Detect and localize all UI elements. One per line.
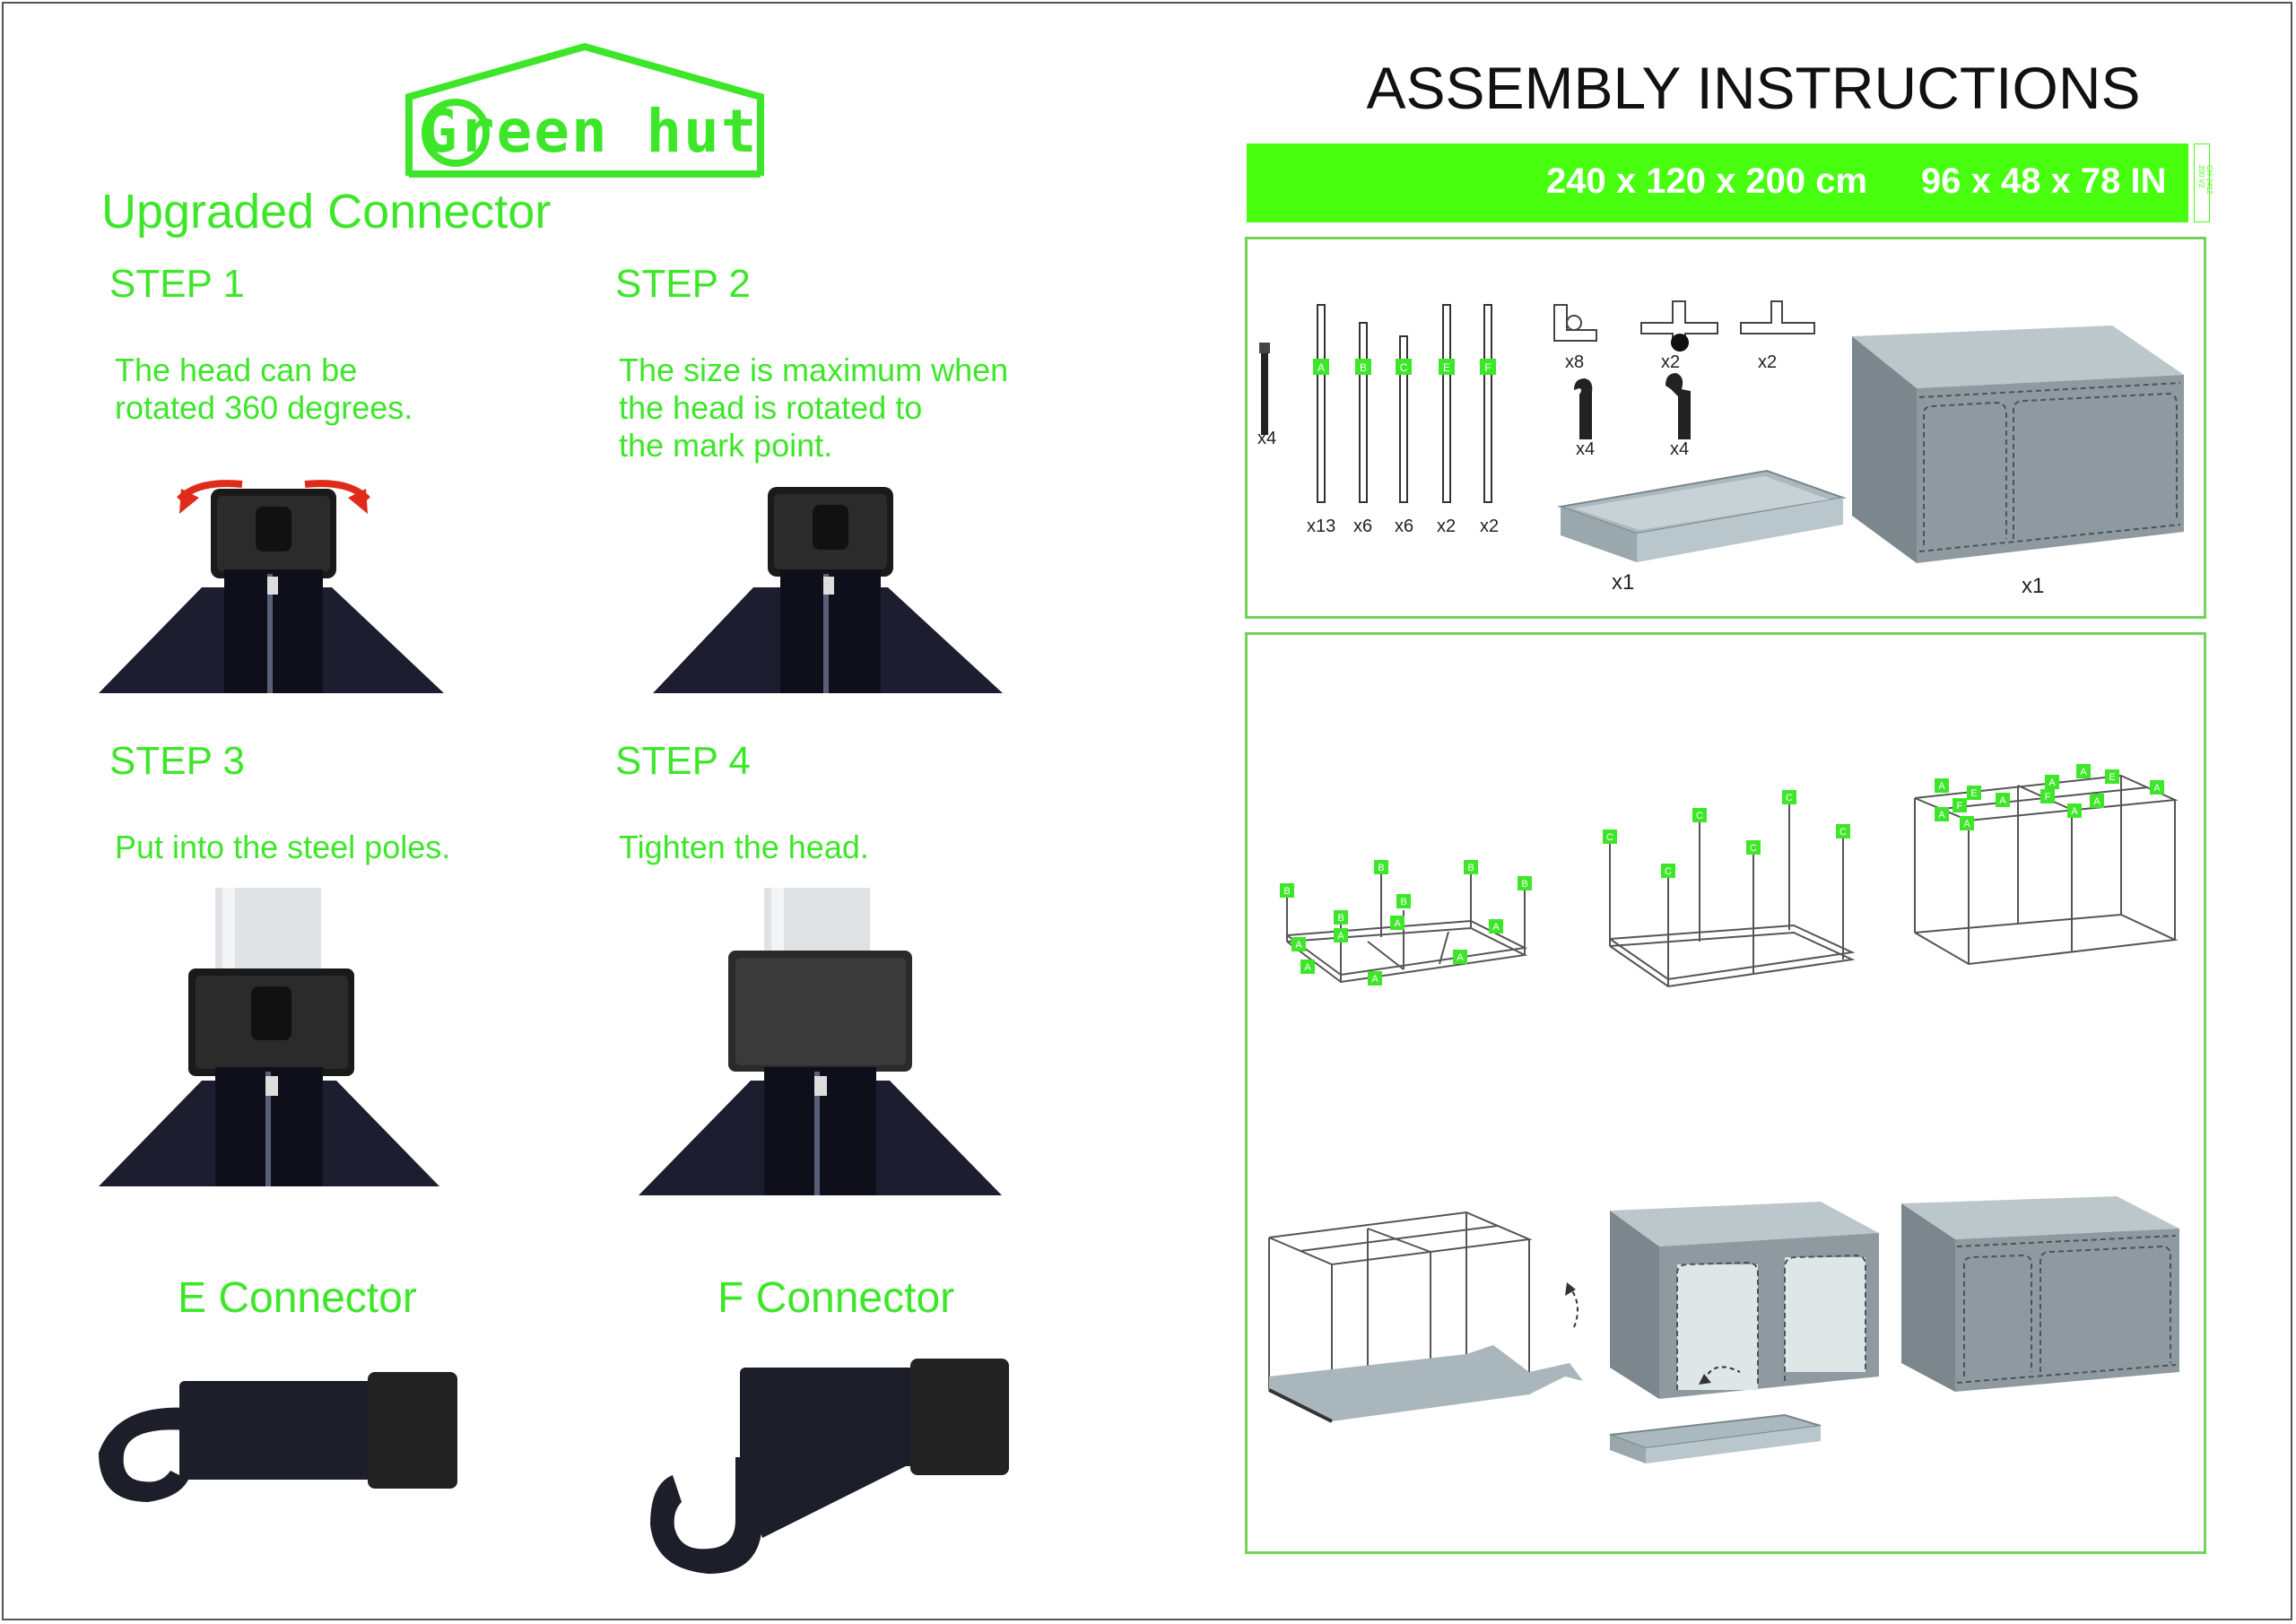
assembly-step-3-frame: A E A A E A F A A F A A A [1914,764,2179,966]
svg-text:B: B [1400,897,1406,908]
step-1-title: STEP 1 [109,262,245,306]
svg-text:A: A [2093,796,2100,807]
tent-image [1852,326,2184,563]
tray-qty: x1 [1612,570,1635,595]
tent-qty: x1 [2022,574,2045,598]
connector-l-qty: x8 [1565,352,1585,372]
hook-f-qty: x4 [1670,439,1690,459]
svg-text:A: A [2080,767,2087,777]
svg-text:B: B [1467,863,1474,873]
svg-text:C: C [1839,827,1847,838]
svg-text:E: E [2109,772,2115,783]
pole-a-label: A [1318,361,1325,374]
svg-text:A: A [2048,777,2056,788]
e-connector-image [99,1372,457,1502]
step-2-text: The size is maximum when the head is rot… [619,352,1009,464]
f-connector-image [650,1359,1009,1574]
step-3-title: STEP 3 [109,739,245,783]
svg-text:A: A [2153,783,2161,794]
size-metric: 240 x 120 x 200 cm [1546,161,1868,201]
pole-e-label: E [1443,361,1450,374]
svg-text:B: B [1283,886,1290,897]
section-title: Upgraded Connector [101,185,552,239]
step-4-connector-image [639,888,1002,1195]
svg-text:F: F [2045,792,2051,803]
svg-text:A: A [1371,974,1378,985]
pole-e-qty: x2 [1437,517,1457,536]
assembly-step-2-frame: C C C C C C [1603,790,1856,988]
poles-image: A B C E F [1259,304,1496,503]
svg-text:A: A [1938,810,1945,821]
svg-text:F: F [1957,801,1963,812]
svg-text:A: A [1394,918,1401,929]
short-pole-qty: x4 [1257,429,1277,448]
svg-text:A: A [1492,922,1500,933]
connectors-parts-image [1553,300,1815,439]
connector-t-qty: x2 [1758,352,1778,372]
step-2-connector-image [653,487,1003,693]
step-1-text: The head can be rotated 360 degrees. [115,352,413,426]
size-imperial: 96 x 48 x 78 IN [1921,161,2167,201]
svg-text:A: A [1457,952,1464,963]
pole-f-label: F [1484,361,1491,374]
svg-text:A: A [1999,795,2006,806]
pole-b-qty: x6 [1353,517,1373,536]
size-bar: 240 x 120 x 200 cm 96 x 48 x 78 IN [1247,143,2188,222]
step-4-text: Tighten the head. [619,829,869,865]
pole-a-qty: x13 [1307,517,1336,536]
pole-c-label: C [1400,361,1408,374]
svg-text:C: C [1665,866,1672,877]
e-connector-title: E Connector [178,1274,417,1322]
pole-c-qty: x6 [1395,517,1414,536]
assembly-step-6-tent [1901,1196,2179,1392]
assembly-step-1-frame: B B B B B B A A A A A A A [1280,860,1532,986]
svg-text:B: B [1378,863,1384,873]
svg-text:A: A [1963,819,1970,829]
assembly-step-4-frame [1268,1211,1583,1423]
svg-text:A: A [1337,931,1344,942]
step-3-text: Put into the steel poles. [115,829,451,865]
hook-e-qty: x4 [1576,439,1596,459]
assembly-step-5-tent [1609,1202,1879,1463]
svg-text:A: A [1938,781,1945,792]
svg-text:C: C [1606,832,1613,843]
svg-text:A: A [1295,940,1302,951]
logo-house-icon [405,42,764,178]
assembly-panel [1245,632,2206,1554]
svg-text:B: B [1337,913,1344,924]
svg-text:A: A [1304,962,1311,973]
step-3-connector-image [99,888,439,1186]
tray-image [1557,469,1847,562]
step-1-connector-image [99,480,444,693]
svg-text:C: C [1786,793,1793,803]
step-2-title: STEP 2 [615,262,751,306]
main-title: ASSEMBLY INSTRUCTIONS [1366,55,2141,121]
connector-cross-qty: x2 [1661,352,1681,372]
pole-b-label: B [1360,361,1367,374]
f-connector-title: F Connector [718,1274,955,1322]
logo-text: Green hut [422,97,759,166]
svg-text:C: C [1750,843,1757,854]
step-4-title: STEP 4 [615,739,751,783]
svg-text:C: C [1696,811,1703,821]
svg-text:E: E [1970,788,1977,799]
pole-f-qty: x2 [1480,517,1500,536]
version-tag: GH-2412-200 V2 [2194,143,2213,222]
svg-text:B: B [1521,879,1527,890]
parts-panel [1245,237,2206,619]
svg-text:A: A [2071,806,2078,817]
